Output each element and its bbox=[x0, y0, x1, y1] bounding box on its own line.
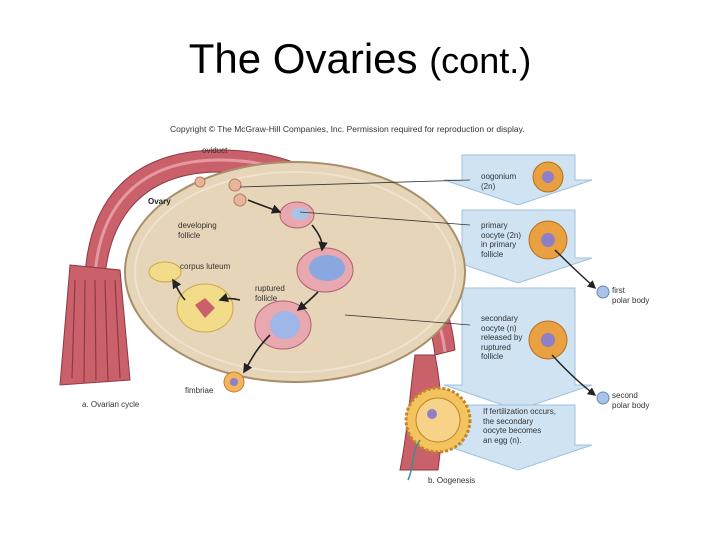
title-suffix: (cont.) bbox=[429, 40, 532, 81]
label-fertilization: If fertilization occurs, the secondary o… bbox=[483, 407, 556, 445]
caption-oogenesis: b. Oogenesis bbox=[428, 476, 476, 485]
title-main: The Ovaries bbox=[188, 35, 418, 82]
label-developing-follicle: developing follicle bbox=[178, 221, 217, 240]
cycle-arrows bbox=[172, 199, 328, 374]
label-primary-oocyte: primary oocyte (2n) in primary follicle bbox=[481, 221, 522, 259]
oocyte-column bbox=[528, 161, 610, 405]
label-secondary-oocyte: secondary oocyte (n) released by rupture… bbox=[481, 314, 523, 361]
label-first-polar-body: first polar body bbox=[612, 286, 650, 305]
second-polar-body bbox=[596, 391, 610, 405]
fimbriae bbox=[59, 264, 131, 386]
label-oogonium: oogonium (2n) bbox=[481, 172, 517, 191]
fertilized-egg bbox=[404, 386, 472, 481]
label-ovary: Ovary bbox=[148, 197, 171, 206]
label-oviduct: oviduct bbox=[202, 146, 228, 155]
copyright-notice: Copyright © The McGraw-Hill Companies, I… bbox=[170, 124, 525, 134]
first-polar-body bbox=[596, 285, 610, 299]
label-corpus-luteum: corpus luteum bbox=[180, 262, 231, 271]
label-ruptured-follicle: ruptured follicle bbox=[255, 284, 285, 303]
label-fimbriae: fimbriae bbox=[185, 386, 214, 395]
slide-title: The Ovaries (cont.) bbox=[0, 38, 720, 80]
caption-ovarian-cycle: a. Ovarian cycle bbox=[82, 400, 140, 409]
pointer-lines bbox=[239, 179, 471, 326]
label-second-polar-body: second polar body bbox=[612, 391, 650, 410]
